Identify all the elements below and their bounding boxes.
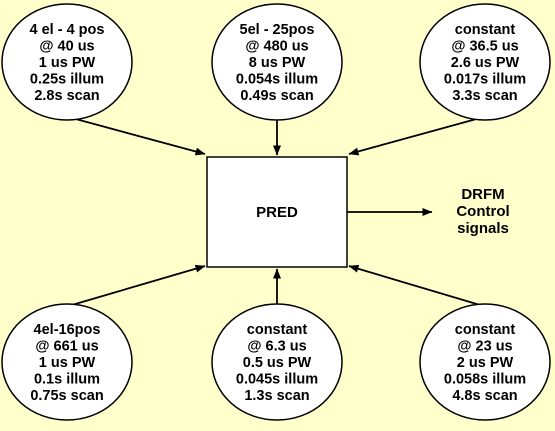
node-bottom-right-line-5: 4.8s scan — [452, 388, 517, 404]
output-line-3: signals — [457, 220, 509, 237]
node-bottom-right-ellipse — [419, 303, 551, 421]
output-line-2: Control — [456, 203, 509, 220]
arrow-top-left — [71, 117, 206, 156]
node-bottom-center-ellipse — [211, 303, 343, 421]
node-top-center-line-2: @ 480 us — [245, 39, 308, 55]
node-top-right-line-4: 0.017s illum — [444, 72, 526, 88]
node-top-left-line-1: 4 el - 4 pos — [30, 22, 105, 38]
pred-box-rect — [206, 156, 348, 268]
node-bottom-left: 4el-16pos@ 661 us1 us PW0.1s illum0.75s … — [1, 303, 133, 421]
node-bottom-right-line-3: 2 us PW — [457, 355, 514, 371]
pred-box: PRED — [206, 156, 348, 268]
node-top-left-line-3: 1 us PW — [39, 55, 96, 71]
node-bottom-center-line-5: 1.3s scan — [244, 388, 309, 404]
node-top-left-ellipse — [1, 3, 133, 121]
node-top-center-line-3: 8 us PW — [249, 55, 306, 71]
node-top-right-line-5: 3.3s scan — [452, 88, 517, 104]
node-bottom-left-line-3: 1 us PW — [39, 355, 96, 371]
arrow-bottom-left — [71, 264, 206, 306]
node-top-left-line-2: @ 40 us — [39, 39, 94, 55]
node-top-right-line-3: 2.6 us PW — [451, 55, 520, 71]
node-bottom-right-line-1: constant — [455, 322, 516, 338]
node-bottom-center-line-2: @ 6.3 us — [247, 339, 306, 355]
node-top-center-line-5: 0.49s scan — [240, 88, 313, 104]
node-bottom-left-line-1: 4el-16pos — [34, 322, 101, 338]
node-bottom-left-ellipse — [1, 303, 133, 421]
node-bottom-left-line-4: 0.1s illum — [34, 372, 100, 388]
node-bottom-right-line-4: 0.058s illum — [444, 372, 526, 388]
node-top-left-line-4: 0.25s illum — [30, 72, 104, 88]
node-top-center-line-4: 0.054s illum — [236, 72, 318, 88]
node-top-left-line-5: 2.8s scan — [34, 88, 99, 104]
arrows — [71, 117, 481, 306]
node-top-left: 4 el - 4 pos@ 40 us1 us PW0.25s illum2.8… — [1, 3, 133, 121]
node-bottom-center-line-1: constant — [247, 322, 308, 338]
node-top-center-line-1: 5el - 25pos — [240, 22, 315, 38]
node-bottom-center-line-4: 0.045s illum — [236, 372, 318, 388]
node-top-center: 5el - 25pos@ 480 us8 us PW0.054s illum0.… — [211, 3, 343, 121]
output-label: DRFM Control signals — [456, 186, 509, 237]
pred-label: PRED — [256, 204, 298, 221]
node-top-center-ellipse — [211, 3, 343, 121]
node-bottom-left-line-5: 0.75s scan — [30, 388, 103, 404]
node-bottom-right-line-2: @ 23 us — [457, 339, 512, 355]
node-top-right-line-1: constant — [455, 22, 516, 38]
node-bottom-center-line-3: 0.5 us PW — [243, 355, 312, 371]
node-top-right-ellipse — [419, 3, 551, 121]
output-line-1: DRFM — [461, 186, 504, 203]
arrow-bottom-right — [348, 264, 481, 306]
node-top-right-line-2: @ 36.5 us — [451, 39, 518, 55]
signal-nodes: 4 el - 4 pos@ 40 us1 us PW0.25s illum2.8… — [1, 3, 551, 421]
arrow-top-right — [348, 117, 481, 156]
node-bottom-left-line-2: @ 661 us — [35, 339, 98, 355]
node-bottom-center: constant@ 6.3 us0.5 us PW0.045s illum1.3… — [211, 303, 343, 421]
node-top-right: constant@ 36.5 us2.6 us PW0.017s illum3.… — [419, 3, 551, 121]
